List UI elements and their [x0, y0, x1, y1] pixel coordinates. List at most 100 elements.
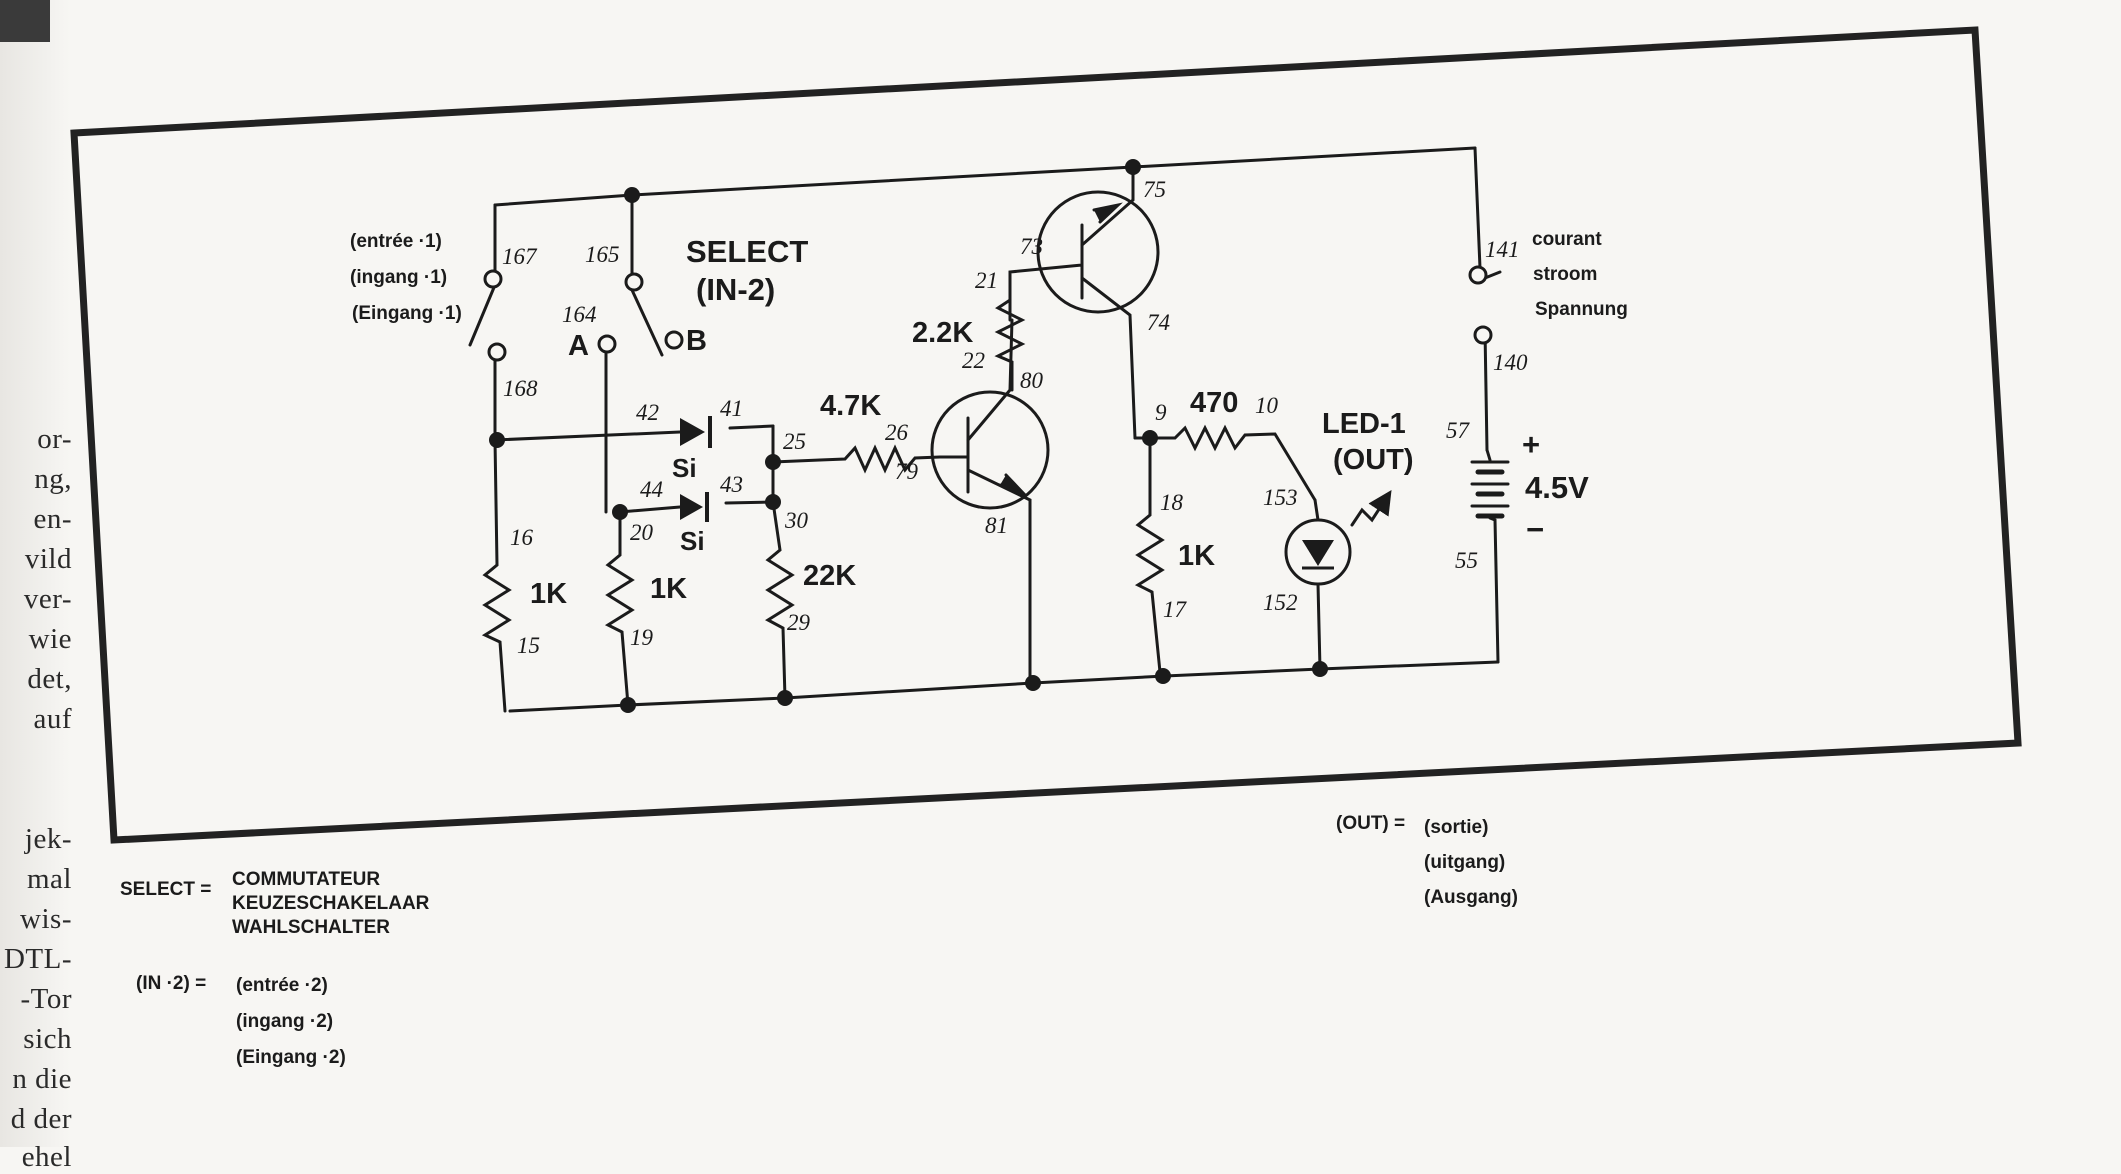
in1-label-de: (Eingang ·1) [352, 303, 462, 324]
node-57: 57 [1446, 418, 1471, 443]
node-80: 80 [1020, 368, 1044, 393]
node-168: 168 [503, 376, 538, 401]
terminal-140 [1473, 325, 1493, 345]
resistor-1k-mid [604, 510, 635, 707]
gutter-line: det, [27, 663, 72, 695]
node-15: 15 [517, 633, 540, 658]
wire-diode1 [493, 424, 775, 442]
node-43: 43 [720, 472, 743, 497]
diode-2-label: Si [680, 526, 705, 556]
junction [1155, 668, 1171, 684]
select-b-label: B [686, 325, 707, 357]
battery-plus: + [1522, 427, 1540, 462]
power-label-de: Spannung [1535, 299, 1628, 320]
gutter-line: n die [12, 1063, 72, 1095]
resistor-1k-right [1134, 436, 1165, 674]
diode-2 [680, 494, 703, 520]
gutter-line: auf [33, 703, 72, 735]
junction [1025, 675, 1041, 691]
node-29: 29 [787, 610, 811, 635]
node-30: 30 [784, 508, 809, 533]
terminal-165 [624, 272, 644, 292]
junction [624, 187, 640, 203]
junction [765, 454, 781, 470]
diode-1-label: Si [672, 453, 697, 483]
gutter-line: wis- [20, 903, 72, 935]
node-19: 19 [630, 625, 654, 650]
gutter-line: ver- [23, 583, 72, 615]
r-1k-mid-label: 1K [650, 573, 687, 605]
node-25: 25 [783, 429, 806, 454]
switch-in1 [468, 203, 497, 442]
gutter-line: vild [24, 543, 72, 575]
top-rail [493, 146, 1477, 207]
node-9: 9 [1155, 400, 1167, 425]
led-title: LED-1 [1322, 408, 1406, 440]
led-subtitle: (OUT) [1333, 444, 1414, 476]
node-79: 79 [895, 459, 919, 484]
gutter-line: wie [28, 623, 72, 655]
legend-select-de: WAHLSCHALTER [232, 917, 390, 938]
legend-in2-nl: (ingang ·2) [236, 1011, 334, 1032]
r-4k7-label: 4.7K [820, 390, 881, 422]
node-164: 164 [562, 302, 597, 327]
led-leads [1313, 498, 1322, 671]
junction [1125, 159, 1141, 175]
select-switch [630, 193, 664, 357]
node-26: 26 [885, 420, 909, 445]
q2-leads [1008, 165, 1137, 440]
junction [777, 690, 793, 706]
gutter-line: or- [37, 423, 72, 455]
legend-select-fr: COMMUTATEUR [232, 869, 381, 890]
terminal-141 [1468, 265, 1488, 285]
legend-in2-key: (IN ·2) = [136, 973, 207, 994]
resistor-4k7 [818, 444, 942, 474]
junction [1312, 661, 1328, 677]
junction [1142, 430, 1158, 446]
gutter-line: jek- [24, 823, 72, 855]
junction [620, 697, 636, 713]
battery-voltage: 4.5V [1525, 470, 1589, 505]
terminal-168 [487, 342, 507, 362]
gutter-line: sich [23, 1023, 72, 1055]
node-44: 44 [640, 477, 663, 502]
battery-wires [1485, 448, 1500, 664]
in1-label-fr: (entrée ·1) [350, 231, 442, 252]
terminal-167 [483, 269, 503, 289]
gutter-line: -Tor [20, 983, 72, 1015]
q1-leads [938, 318, 1032, 685]
node-152: 152 [1263, 590, 1298, 615]
node-73: 73 [1020, 234, 1043, 259]
r-2k2-label: 2.2K [912, 317, 973, 349]
node-75: 75 [1143, 177, 1166, 202]
node-17: 17 [1163, 597, 1188, 622]
led-arrow [1350, 489, 1392, 527]
select-title: SELECT [686, 234, 808, 269]
power-label-nl: stroom [1533, 264, 1597, 285]
transistor-q1 [930, 390, 1050, 510]
select-subtitle: (IN-2) [696, 272, 775, 307]
gutter-shadow [0, 0, 50, 42]
legend-out-de: (Ausgang) [1424, 887, 1518, 908]
wire-out-node [1133, 424, 1317, 502]
r-470-label: 470 [1190, 387, 1238, 419]
legend-out-nl: (uitgang) [1424, 852, 1506, 873]
node-165: 165 [585, 242, 620, 267]
r-22k-label: 22K [803, 560, 856, 592]
transistor-q2 [1036, 190, 1160, 314]
select-a-label: A [568, 330, 589, 362]
power-switch [1473, 146, 1502, 452]
legend-select-nl: KEUZESCHAKELAAR [232, 893, 430, 914]
legend-out-key: (OUT) = [1336, 813, 1406, 834]
node-42: 42 [636, 400, 659, 425]
junction [765, 494, 781, 510]
gutter-line: d der [10, 1103, 72, 1135]
schematic: (entrée ·1) (ingang ·1) (Eingang ·1) SEL… [70, 26, 2022, 844]
battery-minus: − [1526, 512, 1544, 547]
resistor-22k [765, 500, 795, 700]
node-141: 141 [1485, 237, 1520, 262]
ground-rail [508, 660, 1500, 713]
legend-out-values: (sortie) (uitgang) (Ausgang) [1424, 810, 1518, 915]
q2-emitter-arrow [1092, 202, 1123, 224]
node-22: 22 [962, 348, 985, 373]
